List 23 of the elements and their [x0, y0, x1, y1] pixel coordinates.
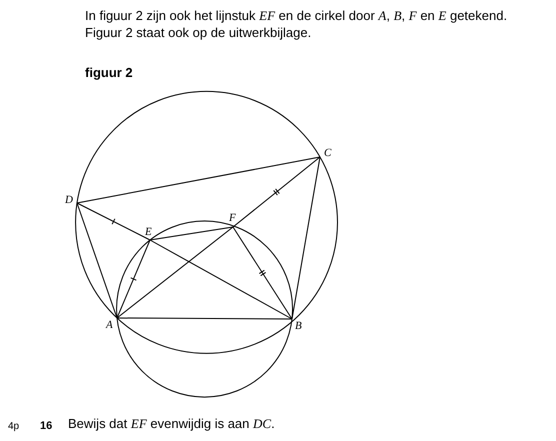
- line-segment: [232, 156, 320, 228]
- question-text: Bewijs dat EF evenwijdig is aan DC.: [68, 416, 275, 432]
- instruction-text: Figuur 2 staat ook op de uitwerkbijlage.: [85, 25, 312, 40]
- point-label: C: [324, 148, 332, 159]
- line-segment: [150, 240, 292, 320]
- point-label: D: [65, 195, 73, 206]
- figure-title: figuur 2: [85, 65, 133, 80]
- line-segment: [232, 226, 292, 320]
- instruction-text: In figuur 2 zijn ook het lijnstuk EF en de cirkel door A, B, F en E getekend.: [85, 8, 508, 24]
- line-segment: [76, 156, 320, 204]
- point-label: A: [106, 320, 113, 331]
- line-segment: [116, 240, 150, 318]
- question-number: 16: [40, 420, 52, 432]
- point-label: F: [229, 213, 236, 224]
- point-label: E: [145, 227, 152, 238]
- points-label: 4p: [8, 421, 20, 432]
- line-segment: [116, 226, 234, 318]
- line-segment: [76, 202, 150, 240]
- line-segment: [292, 156, 320, 320]
- line-segment: [116, 318, 292, 320]
- line-segment: [150, 226, 234, 240]
- line-segment: [76, 202, 118, 318]
- point-label: B: [295, 321, 302, 332]
